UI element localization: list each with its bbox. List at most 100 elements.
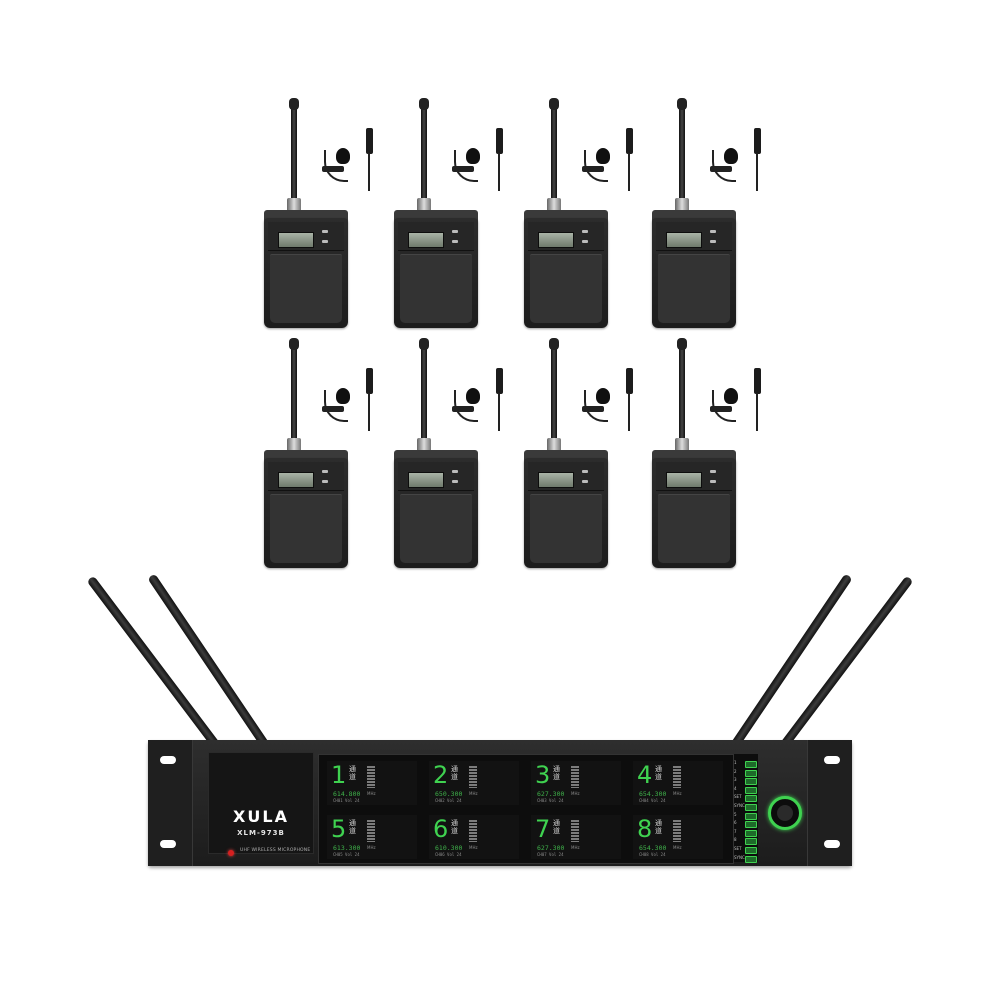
signal-meter-icon xyxy=(367,820,375,842)
lavalier-microphone-icon xyxy=(724,148,738,164)
lavalier-clip xyxy=(322,166,344,172)
channel-frequency: 627.300 xyxy=(537,844,565,852)
transmitter-lcd xyxy=(538,232,574,248)
model-number: XLM-973B xyxy=(237,829,285,837)
transmitter-lcd xyxy=(278,232,314,248)
transmitter-lcd xyxy=(278,472,314,488)
control-key[interactable] xyxy=(745,761,757,768)
lavalier-microphone-icon xyxy=(724,388,738,404)
signal-meter-icon xyxy=(571,766,579,788)
mini-xlr-connector-icon xyxy=(366,128,373,154)
transmitter-button xyxy=(322,470,328,473)
transmitter-button xyxy=(322,240,328,243)
signal-meter-icon xyxy=(673,766,681,788)
transmitter-button xyxy=(710,240,716,243)
control-key[interactable] xyxy=(745,847,757,854)
lavalier-microphone-icon xyxy=(596,148,610,164)
control-key[interactable] xyxy=(745,855,757,863)
connector-cable xyxy=(498,153,500,191)
bodypack-transmitter-icon xyxy=(652,458,736,568)
receiver-antenna-right-inner xyxy=(727,573,853,753)
bodypack-transmitter-3 xyxy=(524,98,654,338)
mini-xlr-connector-icon xyxy=(366,368,373,394)
control-key[interactable] xyxy=(745,769,757,777)
brand-panel: XULA XLM-973B xyxy=(208,752,314,854)
battery-door xyxy=(530,254,602,323)
brand-logo: XULA xyxy=(233,807,289,826)
control-key-label: 5 xyxy=(734,811,737,817)
lavalier-clip xyxy=(710,406,732,412)
bodypack-transmitter-icon xyxy=(524,218,608,328)
control-key-label: SYNC xyxy=(734,803,745,808)
signal-meter-icon xyxy=(469,820,477,842)
connector-cable xyxy=(498,393,500,431)
control-key[interactable] xyxy=(745,778,757,786)
control-key-label: 3 xyxy=(734,777,737,783)
transmitter-button xyxy=(322,230,328,233)
transmitter-lcd xyxy=(538,472,574,488)
antenna-tip xyxy=(549,98,559,110)
control-key[interactable] xyxy=(745,786,757,794)
receiver-antenna-left-outer xyxy=(86,575,221,749)
control-key-label: SET xyxy=(734,794,742,800)
rack-mount-slot xyxy=(824,756,840,764)
transmitter-antenna-icon xyxy=(679,98,685,203)
transmitter-lcd xyxy=(666,472,702,488)
control-key-label: SET xyxy=(734,846,742,851)
transmitter-face xyxy=(528,462,604,491)
control-key-label: 7 xyxy=(734,828,737,834)
signal-meter-icon xyxy=(673,820,681,842)
battery-door xyxy=(400,254,472,323)
antenna-tip xyxy=(549,338,559,350)
control-key[interactable] xyxy=(745,795,757,803)
channel-number: 7 xyxy=(535,815,551,843)
control-key[interactable] xyxy=(745,804,757,811)
bodypack-transmitter-1 xyxy=(264,98,394,338)
channel-number: 8 xyxy=(637,815,653,843)
signal-meter-icon xyxy=(571,820,579,842)
power-knob-icon[interactable] xyxy=(768,796,802,830)
bodypack-transmitter-5 xyxy=(264,338,394,578)
antenna-tip xyxy=(289,338,299,350)
lavalier-clip xyxy=(582,406,604,412)
transmitter-antenna-icon xyxy=(291,338,297,443)
antenna-tip xyxy=(419,98,429,110)
control-key[interactable] xyxy=(745,838,757,846)
transmitter-button xyxy=(582,470,588,473)
antenna-tip xyxy=(677,338,687,350)
lavalier-microphone-icon xyxy=(466,148,480,164)
channel-frequency: 610.300 xyxy=(435,844,463,852)
transmitter-lcd xyxy=(408,472,444,488)
connector-cable xyxy=(368,153,370,191)
control-key[interactable] xyxy=(745,829,757,837)
rack-mount-slot xyxy=(160,756,176,764)
mini-xlr-connector-icon xyxy=(754,128,761,154)
channel-number: 6 xyxy=(433,815,449,843)
lavalier-microphone-icon xyxy=(336,148,350,164)
channel-status: CH06 Vol 24 xyxy=(435,852,462,857)
channel-status: CH07 Vol 24 xyxy=(537,852,564,857)
connector-cable xyxy=(756,153,758,191)
control-key-label: 4 xyxy=(734,785,737,791)
transmitter-button xyxy=(452,230,458,233)
transmitter-antenna-icon xyxy=(679,338,685,443)
control-key[interactable] xyxy=(745,821,757,829)
frequency-unit: MHz xyxy=(469,791,478,796)
transmitter-face xyxy=(528,222,604,251)
connector-cable xyxy=(756,393,758,431)
channel-frequency: 613.300 xyxy=(333,844,361,852)
transmitter-antenna-icon xyxy=(551,338,557,443)
antenna-tip xyxy=(289,98,299,110)
control-key[interactable] xyxy=(745,812,757,820)
lavalier-clip xyxy=(322,406,344,412)
channel-label: 通道 xyxy=(553,765,560,781)
frequency-unit: MHz xyxy=(469,845,478,850)
connector-cable xyxy=(628,153,630,191)
rack-mount-slot xyxy=(160,840,176,848)
transmitter-button xyxy=(582,230,588,233)
lavalier-microphone-icon xyxy=(596,388,610,404)
